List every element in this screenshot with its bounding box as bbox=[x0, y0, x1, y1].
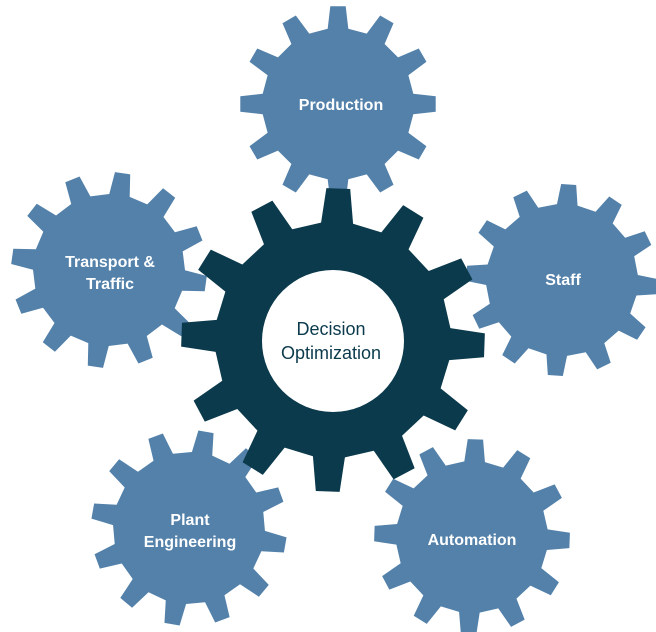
automation-label: Automation bbox=[428, 530, 517, 552]
automation-gear bbox=[374, 439, 570, 632]
transport-traffic-label: Transport & Traffic bbox=[65, 252, 155, 296]
transport-traffic-gear bbox=[11, 172, 207, 368]
production-label-text: Production bbox=[298, 97, 384, 114]
center-label-line2: Optimization bbox=[280, 343, 382, 363]
production-gear bbox=[240, 6, 436, 202]
transport-label-line1: Transport & bbox=[65, 254, 155, 271]
staff-gear bbox=[466, 184, 656, 376]
center-hub bbox=[262, 270, 404, 412]
staff-label: Staff bbox=[545, 270, 581, 292]
production-label: Production bbox=[299, 95, 383, 117]
staff-label-text: Staff bbox=[545, 272, 581, 289]
plant-engineering-label: Plant Engineering bbox=[144, 510, 236, 554]
plant-label-line1: Plant bbox=[170, 512, 210, 529]
transport-label-line2: Traffic bbox=[85, 276, 135, 293]
automation-label-text: Automation bbox=[427, 532, 517, 549]
decision-optimization-label: Decision Optimization bbox=[281, 317, 381, 365]
plant-label-line2: Engineering bbox=[143, 534, 237, 551]
center-label-line1: Decision bbox=[296, 319, 366, 339]
plant-engineering-gear bbox=[91, 430, 287, 626]
